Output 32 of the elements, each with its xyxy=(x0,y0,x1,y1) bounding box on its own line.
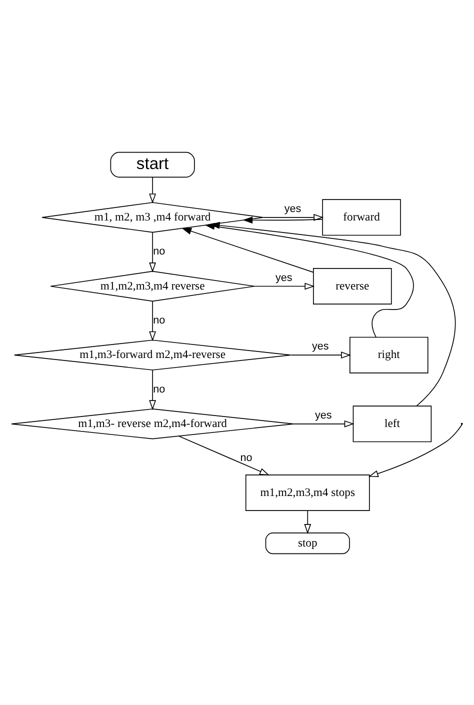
node-box: left xyxy=(352,405,432,442)
edge-label: no xyxy=(153,314,166,326)
arrow xyxy=(254,282,315,290)
node-box: forward xyxy=(322,198,401,236)
edge-label: yes xyxy=(276,271,292,284)
arrow xyxy=(149,369,156,410)
arrow xyxy=(149,300,156,341)
node-diamond: m1, m2, m3 ,m4 forward xyxy=(42,202,264,232)
node-box: reverse xyxy=(313,268,392,304)
edge-label: yes xyxy=(312,340,329,352)
node-diamond: m1,m3- reverse m2,m4-forward xyxy=(11,408,294,439)
edge-label: no xyxy=(153,245,166,258)
arrow xyxy=(304,510,312,534)
node-box: stop xyxy=(265,532,350,554)
arrow xyxy=(182,227,314,272)
edge-label: yes xyxy=(284,202,302,214)
edge-label: yes xyxy=(315,408,332,421)
arrow xyxy=(149,176,156,204)
node-diamond: m1,m2,m3,m4 reverse xyxy=(50,270,255,302)
arrow xyxy=(178,435,270,475)
edge-label: no xyxy=(153,382,166,395)
arrow xyxy=(262,213,324,220)
node-box: right xyxy=(350,336,428,373)
node-diamond: m1,m3-forward m2,m4-reverse xyxy=(14,339,292,370)
node-box: start xyxy=(110,151,195,178)
arrow xyxy=(242,216,323,224)
arrow xyxy=(368,424,462,476)
node-box: m1,m2,m3,m4 stops xyxy=(245,474,370,510)
arrow xyxy=(290,351,351,358)
arrow xyxy=(293,420,354,427)
edge-label: no xyxy=(240,452,252,464)
arrow xyxy=(149,232,156,272)
